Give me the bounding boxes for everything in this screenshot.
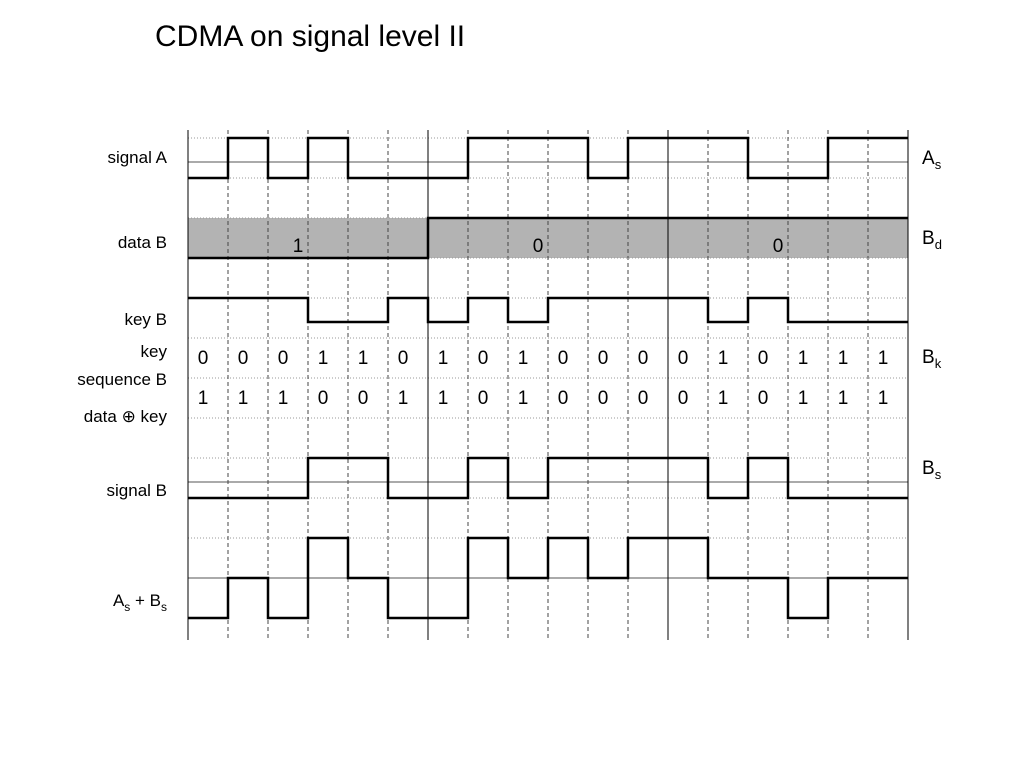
key-sequence-digit: 1	[318, 348, 329, 369]
page-title: CDMA on signal level II	[155, 20, 466, 53]
key-sequence-digit: 0	[238, 348, 249, 369]
data-xor-key-digit: 0	[358, 388, 369, 409]
data-xor-key-digit: 0	[638, 388, 649, 409]
data-xor-key-digit: 1	[518, 388, 529, 409]
row-label-signal-a: signal A	[107, 148, 167, 167]
data-xor-key-digit: 1	[798, 388, 809, 409]
key-sequence-digit: 1	[358, 348, 369, 369]
key-sequence-digit: 0	[598, 348, 609, 369]
key-sequence-digit: 1	[518, 348, 529, 369]
signal-b-waveform	[188, 456, 908, 500]
key-sequence-digit: 1	[438, 348, 449, 369]
key-sequence-digit: 0	[678, 348, 689, 369]
key-sequence-digit: 0	[278, 348, 289, 369]
row-label-data-b: data B	[118, 233, 167, 252]
key-sequence-digit: 0	[558, 348, 569, 369]
data-xor-key-digit: 0	[678, 388, 689, 409]
right-label: As	[922, 148, 942, 172]
key-sequence-digit: 1	[798, 348, 809, 369]
data-xor-key-digit: 1	[238, 388, 249, 409]
signal-a-waveform	[188, 136, 908, 180]
data-xor-key-digit: 1	[438, 388, 449, 409]
row-label-key-b: key B	[124, 310, 167, 329]
sum-waveform	[188, 536, 908, 620]
data-xor-key-digit: 0	[758, 388, 769, 409]
key-sequence-digit: 1	[878, 348, 889, 369]
row-label-key-line1: key	[141, 342, 168, 361]
right-label: Bd	[922, 228, 942, 252]
data-xor-key-digit: 0	[558, 388, 569, 409]
key-sequence-digit: 0	[478, 348, 489, 369]
key-sequence-digit: 0	[758, 348, 769, 369]
row-label-signal-b: signal B	[107, 481, 167, 500]
data-xor-key-digit: 1	[878, 388, 889, 409]
data-xor-key-digit: 1	[838, 388, 849, 409]
data-b-bit-label: 1	[293, 236, 304, 257]
data-b-bit-label: 0	[533, 236, 544, 257]
data-xor-key-digit: 0	[478, 388, 489, 409]
row-label-data-xor-key: data ⊕ key	[84, 407, 168, 426]
data-xor-key-digit: 1	[398, 388, 409, 409]
data-xor-key-digit: 1	[198, 388, 209, 409]
data-xor-key-digit: 1	[278, 388, 289, 409]
key-sequence-digit: 0	[638, 348, 649, 369]
data-b-bit-label: 0	[773, 236, 784, 257]
right-label: Bk	[922, 347, 942, 371]
key-sequence-digit: 1	[718, 348, 729, 369]
key-sequence-digit: 1	[838, 348, 849, 369]
key-b-waveform	[188, 296, 908, 324]
key-sequence-digit: 0	[398, 348, 409, 369]
data-xor-key-digit: 0	[318, 388, 329, 409]
key-sequence-digit: 0	[198, 348, 209, 369]
right-label: Bs	[922, 458, 942, 482]
row-label-sum: As + Bs	[113, 591, 167, 614]
data-xor-key-digit: 1	[718, 388, 729, 409]
row-label-key-line2: sequence B	[77, 370, 167, 389]
data-xor-key-digit: 0	[598, 388, 609, 409]
